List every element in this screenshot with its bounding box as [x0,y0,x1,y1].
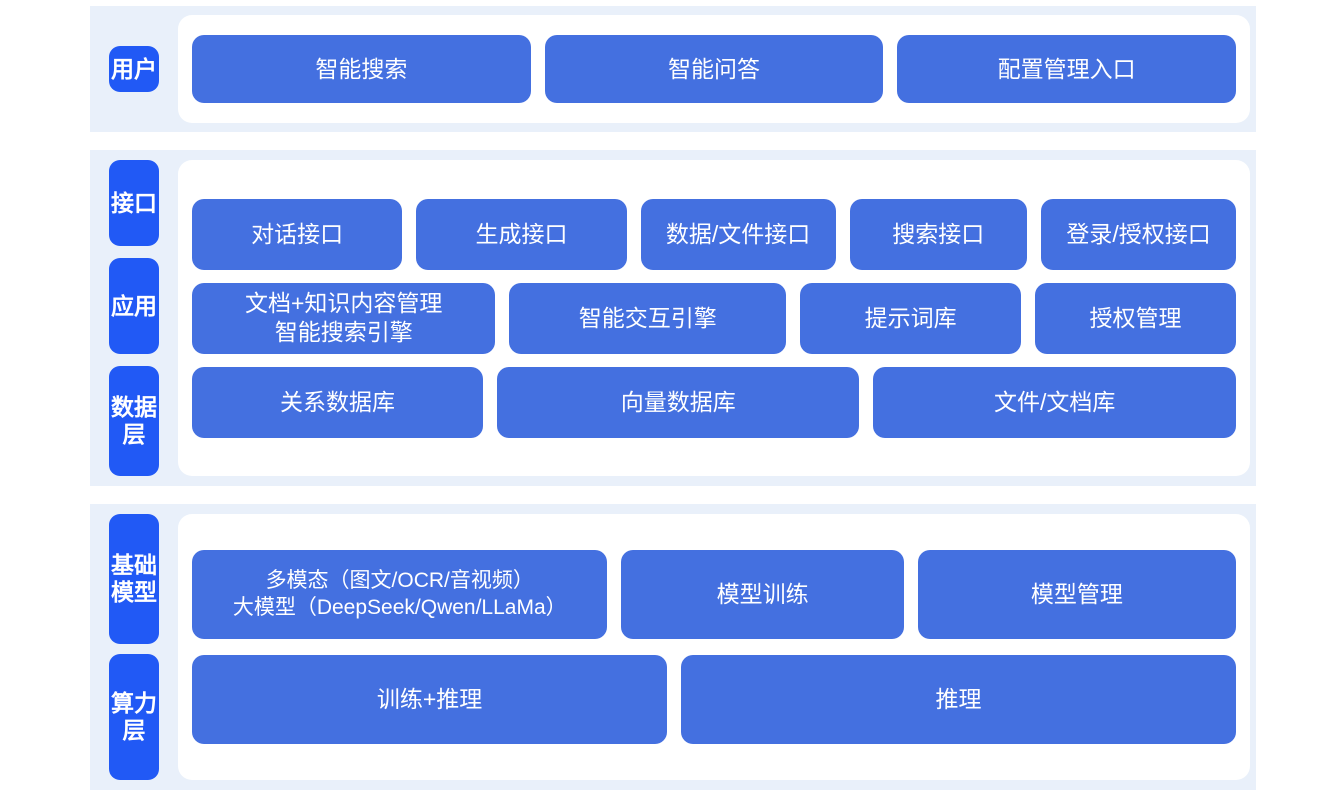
section-middle-card: 对话接口 生成接口 数据/文件接口 搜索接口 登录/授权接口 文档+知识内容管理… [178,160,1250,476]
layer-tab-application[interactable]: 应用 [109,258,159,354]
box-inference[interactable]: 推理 [681,655,1236,744]
interface-row: 对话接口 生成接口 数据/文件接口 搜索接口 登录/授权接口 [192,198,1236,270]
box-file-document-store[interactable]: 文件/文档库 [873,366,1236,438]
box-search-api[interactable]: 搜索接口 [849,198,1028,270]
user-row: 智能搜索 智能问答 配置管理入口 [192,35,1237,103]
section-base: 基础模型 算力层 多模态（图文/OCR/音视频） 大模型（DeepSeek/Qw… [90,504,1256,790]
box-prompt-library[interactable]: 提示词库 [800,282,1022,354]
box-intelligent-search[interactable]: 智能搜索 [192,35,531,103]
box-relational-database[interactable]: 关系数据库 [192,366,483,438]
box-login-auth-api[interactable]: 登录/授权接口 [1041,198,1236,270]
model-row: 多模态（图文/OCR/音视频） 大模型（DeepSeek/Qwen/LLaMa）… [192,550,1236,639]
box-doc-knowledge-management[interactable]: 文档+知识内容管理 智能搜索引擎 [192,282,496,354]
section-base-card: 多模态（图文/OCR/音视频） 大模型（DeepSeek/Qwen/LLaMa）… [178,514,1250,780]
box-dialog-api[interactable]: 对话接口 [192,198,403,270]
section-user-card: 智能搜索 智能问答 配置管理入口 [178,15,1250,123]
data-row: 关系数据库 向量数据库 文件/文档库 [192,366,1236,438]
box-model-management[interactable]: 模型管理 [917,550,1236,639]
layer-tab-foundation-model[interactable]: 基础模型 [109,514,159,644]
section-middle-rail: 接口 应用 数据层 [90,150,178,486]
box-multimodal-large-model[interactable]: 多模态（图文/OCR/音视频） 大模型（DeepSeek/Qwen/LLaMa） [192,550,608,639]
box-generation-api[interactable]: 生成接口 [416,198,627,270]
section-user: 用户 智能搜索 智能问答 配置管理入口 [90,6,1256,132]
section-middle: 接口 应用 数据层 对话接口 生成接口 数据/文件接口 搜索接口 登录/授权接口… [90,150,1256,486]
layer-tab-data[interactable]: 数据层 [109,366,159,476]
box-interactive-engine[interactable]: 智能交互引擎 [509,282,787,354]
compute-row: 训练+推理 推理 [192,655,1236,744]
layer-tab-user[interactable]: 用户 [109,45,159,93]
section-base-rail: 基础模型 算力层 [90,504,178,790]
application-row: 文档+知识内容管理 智能搜索引擎 智能交互引擎 提示词库 授权管理 [192,282,1236,354]
layer-tab-compute[interactable]: 算力层 [109,654,159,780]
box-data-file-api[interactable]: 数据/文件接口 [640,198,836,270]
box-vector-database[interactable]: 向量数据库 [496,366,860,438]
box-config-management-entry[interactable]: 配置管理入口 [897,35,1237,103]
layer-tab-interface[interactable]: 接口 [109,160,159,246]
box-training-plus-inference[interactable]: 训练+推理 [192,655,668,744]
box-intelligent-qa[interactable]: 智能问答 [544,35,884,103]
box-model-training[interactable]: 模型训练 [621,550,904,639]
section-user-rail: 用户 [90,6,178,132]
box-authorization-management[interactable]: 授权管理 [1035,282,1236,354]
